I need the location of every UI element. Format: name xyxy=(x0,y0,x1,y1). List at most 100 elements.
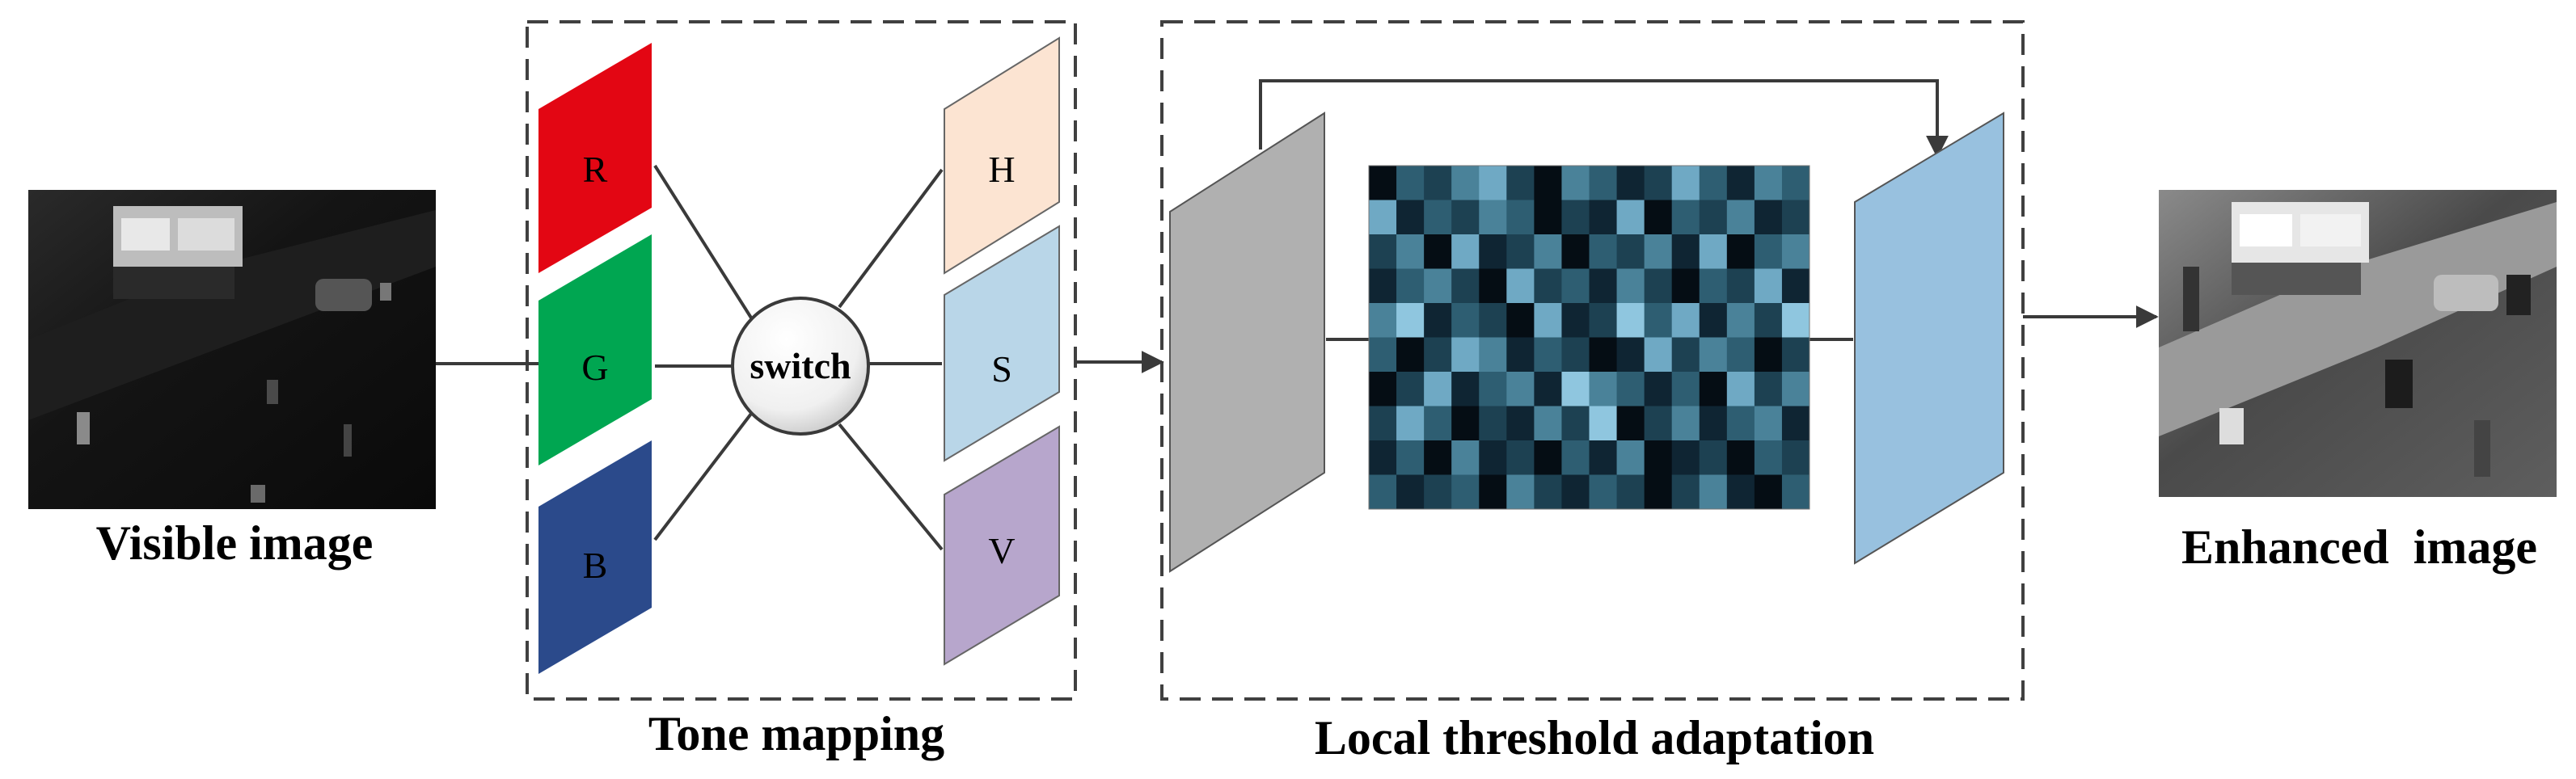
grid-cell xyxy=(1369,166,1397,200)
grid-cell xyxy=(1424,406,1452,441)
grid-cell xyxy=(1479,440,1507,475)
grid-cell xyxy=(1506,474,1535,510)
grid-cell xyxy=(1534,200,1562,235)
grid-cell xyxy=(1726,372,1755,406)
grid-cell xyxy=(1671,406,1700,441)
grid-cell xyxy=(1726,303,1755,338)
b-channel-plane xyxy=(538,440,652,674)
grid-cell xyxy=(1754,234,1783,269)
grid-cell xyxy=(1589,234,1618,269)
grid-cell xyxy=(1671,440,1700,475)
grid-cell xyxy=(1671,474,1700,510)
grid-cell xyxy=(1424,440,1452,475)
grid-cell xyxy=(1396,474,1425,510)
grid-cell xyxy=(1424,268,1452,304)
grid-cell xyxy=(1699,406,1728,441)
grid-cell xyxy=(1699,337,1728,373)
grid-cell xyxy=(1451,234,1480,269)
grid-cell xyxy=(1726,440,1755,475)
grid-cell xyxy=(1589,337,1618,373)
tone-mapping-label: Tone mapping xyxy=(648,707,944,760)
grid-cell xyxy=(1396,303,1425,338)
v-channel-label: V xyxy=(988,530,1015,571)
hsv-channels: H S V xyxy=(944,36,1060,666)
grid-cell xyxy=(1396,372,1425,406)
grid-cell xyxy=(1561,440,1590,475)
grid-cell xyxy=(1506,337,1535,373)
grid-cell xyxy=(1506,440,1535,475)
grid-cell xyxy=(1671,268,1700,304)
grid-cell xyxy=(1726,268,1755,304)
grid-cell xyxy=(1589,200,1618,235)
grid-cell xyxy=(1781,406,1810,441)
grid-cell xyxy=(1479,406,1507,441)
grid-cell xyxy=(1424,303,1452,338)
grid-cell xyxy=(1589,474,1618,510)
grid-cell xyxy=(1589,406,1618,441)
g-channel-label: G xyxy=(581,347,608,388)
grid-cell xyxy=(1754,406,1783,441)
grid-cell xyxy=(1754,372,1783,406)
grid-cell xyxy=(1781,474,1810,510)
grid-cell xyxy=(1754,303,1783,338)
rgb-channels: R G B xyxy=(538,43,652,674)
grid-cell xyxy=(1506,200,1535,235)
grid-cell xyxy=(1726,406,1755,441)
grid-cell xyxy=(1781,303,1810,338)
grid-cell xyxy=(1506,234,1535,269)
threshold-block-grid xyxy=(1368,165,1810,510)
v-channel-plane xyxy=(944,425,1060,666)
grid-cell xyxy=(1396,166,1425,200)
grid-cell xyxy=(1589,440,1618,475)
grid-cell xyxy=(1561,268,1590,304)
grid-cell xyxy=(1644,234,1673,269)
grid-cell xyxy=(1561,234,1590,269)
grid-cell xyxy=(1369,268,1397,304)
grid-cell xyxy=(1616,474,1645,510)
grid-cell xyxy=(1479,337,1507,373)
grid-cell xyxy=(1506,372,1535,406)
grid-cell xyxy=(1534,440,1562,475)
local-threshold-label: Local threshold adaptation xyxy=(1315,711,1874,764)
grid-cell xyxy=(1424,166,1452,200)
grid-cell xyxy=(1644,406,1673,441)
grid-cell xyxy=(1369,303,1397,338)
grid-cell xyxy=(1561,372,1590,406)
grid-cell xyxy=(1369,337,1397,373)
grid-cell xyxy=(1754,440,1783,475)
grid-cell xyxy=(1424,337,1452,373)
grid-cell xyxy=(1754,166,1783,200)
h-channel-label: H xyxy=(988,149,1015,190)
grid-cell xyxy=(1699,440,1728,475)
s-channel-label: S xyxy=(991,348,1012,390)
visible-image-label: Visible image xyxy=(96,516,374,570)
grid-cell xyxy=(1616,406,1645,441)
grid-cell xyxy=(1396,268,1425,304)
grid-cell xyxy=(1781,268,1810,304)
b-channel-label: B xyxy=(583,545,608,586)
grid-cell xyxy=(1369,372,1397,406)
grid-cell xyxy=(1726,474,1755,510)
connectors xyxy=(436,164,1853,551)
grid-cell xyxy=(1561,303,1590,338)
grid-cell xyxy=(1616,440,1645,475)
grid-cell xyxy=(1534,474,1562,510)
grid-cell xyxy=(1671,303,1700,338)
switch-node: switch xyxy=(731,297,870,436)
grid-cell xyxy=(1726,166,1755,200)
grid-cell xyxy=(1424,200,1452,235)
grid-cell xyxy=(1506,406,1535,441)
grid-cell xyxy=(1561,337,1590,373)
grid-cell xyxy=(1534,337,1562,373)
switch-label: switch xyxy=(750,345,851,386)
grid-cell xyxy=(1451,372,1480,406)
grid-cell xyxy=(1644,474,1673,510)
grid-cell xyxy=(1726,200,1755,235)
grid-cell xyxy=(1451,474,1480,510)
grid-cell xyxy=(1534,372,1562,406)
grid-cell xyxy=(1616,372,1645,406)
grid-cell xyxy=(1534,268,1562,304)
r-channel-plane xyxy=(538,43,652,273)
grid-cell xyxy=(1534,406,1562,441)
